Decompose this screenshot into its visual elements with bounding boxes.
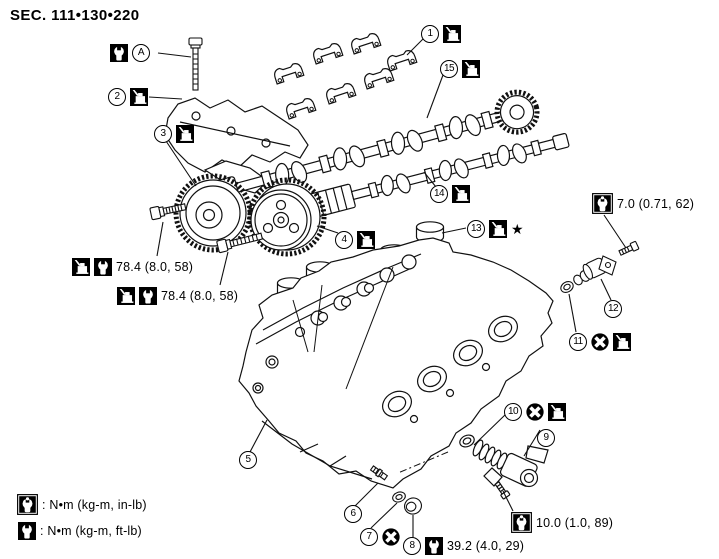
sprocket-bolt-exhaust — [216, 232, 264, 254]
callout-12-marker: 12 — [604, 300, 622, 318]
sensor-bolt — [618, 240, 640, 256]
apply-oil-icon — [130, 88, 148, 106]
torque-value: 39.2 (4.0, 29) — [447, 539, 525, 553]
callout-1-marker: 1 — [421, 25, 439, 43]
callout-8-row: 8 39.2 (4.0, 29) — [403, 537, 524, 555]
callout-10-row: 10 — [504, 403, 566, 421]
callout-11-marker: 11 — [569, 333, 587, 351]
torque-value: 10.0 (1.0, 89) — [536, 515, 614, 530]
callout-1-row: 1 — [421, 25, 461, 43]
apply-oil-icon — [117, 287, 135, 305]
bolt-a-marker: A — [132, 44, 150, 62]
callout-2-row: 2 — [108, 88, 148, 106]
callout-10-marker: 10 — [504, 403, 522, 421]
torque-value: 78.4 (8.0, 58) — [116, 260, 194, 274]
do-not-reuse-icon — [591, 333, 609, 351]
torque-in-lb-icon — [592, 193, 613, 214]
callout-15-marker: 15 — [440, 60, 458, 78]
selective-fit-star: ★ — [511, 221, 524, 237]
chain-tensioner — [459, 434, 549, 500]
sprocket-bolt-intake — [149, 203, 187, 221]
callout-13-row: 13 ★ — [467, 220, 524, 238]
section-title: SEC. 111•130•220 — [10, 7, 140, 24]
apply-oil-icon — [452, 185, 470, 203]
torque-ft-lb-icon — [110, 44, 128, 62]
callout-13-marker: 13 — [467, 220, 485, 238]
callout-11-row: 11 — [569, 333, 631, 351]
torque-ft-lb-icon — [425, 537, 443, 555]
apply-oil-icon — [462, 60, 480, 78]
callout-15-row: 15 — [440, 60, 480, 78]
lifter-reference-lines — [292, 266, 394, 390]
cylinder-head — [238, 237, 554, 489]
camshaft-bracket — [164, 97, 309, 194]
callout-2-marker: 2 — [108, 88, 126, 106]
callout-4-row: 4 — [335, 231, 375, 249]
sensor-torque-label: 7.0 (0.71, 62) — [592, 193, 694, 214]
callout-7-marker: 7 — [360, 528, 378, 546]
apply-oil-icon — [548, 403, 566, 421]
apply-oil-icon — [489, 220, 507, 238]
intake-sprocket-torque-label: 78.4 (8.0, 58) — [72, 258, 193, 276]
vvt-cam-sprocket — [247, 177, 327, 257]
torque-in-lb-icon — [511, 512, 532, 533]
callout-9-row: 9 — [537, 429, 555, 447]
bolt-a — [188, 37, 203, 91]
callout-14-row: 14 — [430, 185, 470, 203]
callout-5-marker: 5 — [239, 451, 257, 469]
callout-6-row: 6 — [344, 505, 362, 523]
legend-in-lb-row: : N•m (kg-m, in-lb) — [17, 494, 147, 515]
callout-9-marker: 9 — [537, 429, 555, 447]
do-not-reuse-icon — [526, 403, 544, 421]
callout-12-row: 12 — [604, 300, 622, 318]
callout-5-row: 5 — [239, 451, 257, 469]
tensioner-axis-line — [397, 451, 449, 474]
callout-8-marker: 8 — [403, 537, 421, 555]
callout-3-marker: 3 — [154, 125, 172, 143]
callout-4-marker: 4 — [335, 231, 353, 249]
exhaust-camshaft — [308, 132, 570, 218]
tensioner-bolt — [494, 480, 511, 500]
torque-ft-lb-icon — [18, 522, 36, 540]
apply-oil-icon — [72, 258, 90, 276]
apply-oil-icon — [443, 25, 461, 43]
apply-oil-icon — [176, 125, 194, 143]
legend-in-lb-text: : N•m (kg-m, in-lb) — [42, 497, 147, 512]
bolt-a-label-row: A — [110, 44, 150, 62]
torque-in-lb-icon — [17, 494, 38, 515]
torque-value: 7.0 (0.71, 62) — [617, 196, 695, 211]
do-not-reuse-icon — [382, 528, 400, 546]
tensioner-torque-label: 10.0 (1.0, 89) — [511, 512, 613, 533]
cam-position-sensor — [560, 240, 640, 293]
callout-7-row: 7 — [360, 528, 400, 546]
apply-oil-icon — [357, 231, 375, 249]
torque-ft-lb-icon — [139, 287, 157, 305]
callout-14-marker: 14 — [430, 185, 448, 203]
legend-ft-lb-row: : N•m (kg-m, ft-lb) — [18, 522, 142, 540]
callout-3-row: 3 — [154, 125, 194, 143]
torque-value: 78.4 (8.0, 58) — [161, 289, 239, 303]
callout-6-marker: 6 — [344, 505, 362, 523]
stud-washer-plug — [369, 465, 422, 515]
torque-ft-lb-icon — [94, 258, 112, 276]
exhaust-sprocket-torque-label: 78.4 (8.0, 58) — [117, 287, 238, 305]
legend-ft-lb-text: : N•m (kg-m, ft-lb) — [40, 524, 142, 538]
intake-camshaft — [205, 89, 540, 208]
leader-lines — [148, 38, 627, 537]
apply-oil-icon — [613, 333, 631, 351]
